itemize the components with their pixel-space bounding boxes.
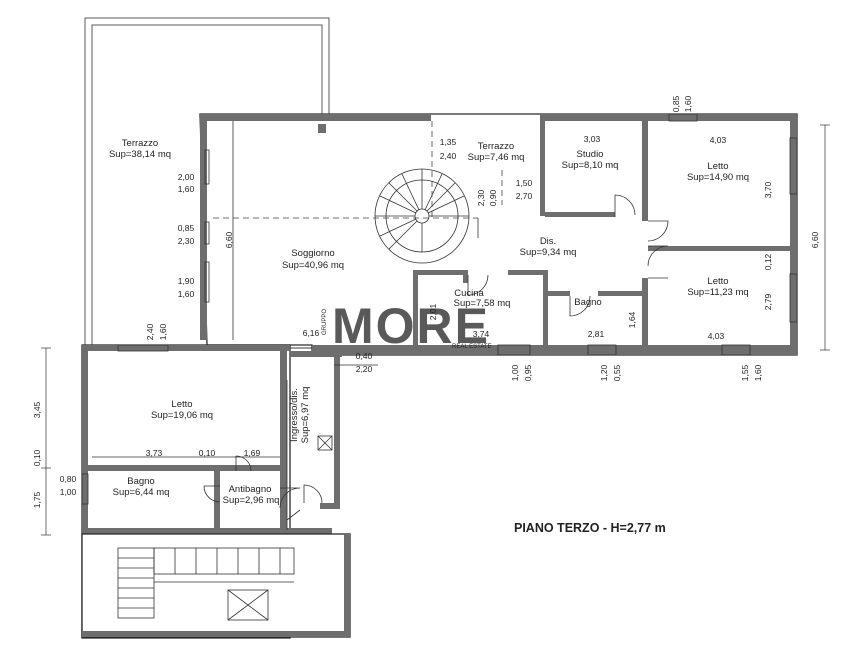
dimension-label: 0,85 — [671, 95, 681, 112]
dimension-label: 0,10 — [32, 449, 42, 466]
dimension-label: 4,03 — [708, 331, 725, 341]
room-name: Letto — [707, 161, 728, 172]
dimension-label: 3,45 — [32, 401, 42, 418]
dimension-label: 0,12 — [763, 253, 773, 270]
room-name: Studio — [577, 149, 604, 160]
dimension-label: 2,01 — [428, 303, 438, 320]
room-name: Dis. — [540, 236, 556, 247]
room-name: Soggiorno — [291, 248, 334, 259]
room-area: Sup=11,23 mq — [687, 287, 748, 298]
svg-text:GRUPPO: GRUPPO — [322, 309, 328, 335]
dimension-label: 1,75 — [32, 491, 42, 508]
dimension-label: 0,90 — [488, 189, 498, 206]
room-area: Sup=40,96 mq — [282, 260, 344, 271]
dimension-label: 1,60 — [178, 184, 195, 194]
room-area: Sup=7,46 mq — [468, 152, 525, 163]
dimension-label: 0,80 — [60, 474, 77, 484]
svg-text:MORE: MORE — [332, 298, 490, 354]
room-name: Terrazzo — [122, 138, 158, 149]
room-name: Letto — [707, 276, 728, 287]
dimension-label: 1,60 — [158, 323, 168, 340]
dimension-label: 1,55 — [740, 364, 750, 381]
dimension-label: 1,35 — [440, 137, 457, 147]
dimension-label: 1,20 — [599, 364, 609, 381]
watermark-logo: MORE REAL ESTATE GRUPPO — [322, 298, 492, 354]
room-area: Sup=8,10 mq — [562, 160, 619, 171]
dimension-label: 1,50 — [516, 178, 533, 188]
dimension-label: 0,40 — [356, 351, 373, 361]
room-area: Sup=9,34 mq — [520, 247, 577, 258]
room-name: Bagno — [127, 476, 154, 487]
room-area: Sup=7,58 mq — [454, 298, 511, 309]
dimension-label: 4,03 — [710, 135, 727, 145]
dimension-label: 2,30 — [178, 236, 195, 246]
dimension-label: 1,60 — [683, 95, 693, 112]
dashed-openings — [213, 121, 503, 530]
room-label-rotated: Ingresso/dis. Sup=6,97 mq — [289, 387, 311, 444]
dimension-label: 3,73 — [146, 448, 163, 458]
dimension-label: 0,10 — [199, 448, 216, 458]
dimension-label: 3,74 — [473, 329, 490, 339]
room-name: Ingresso/dis. — [289, 388, 300, 442]
dimension-label: 0,85 — [178, 223, 195, 233]
dimension-label: 3,70 — [763, 181, 773, 198]
room-area: Sup=38,14 mq — [109, 149, 171, 160]
windows — [81, 113, 798, 505]
dimension-label: 0,95 — [523, 364, 533, 381]
dimension-label: 2,81 — [588, 329, 605, 339]
doors — [203, 194, 669, 509]
dimension-label: 1,60 — [178, 289, 195, 299]
room-name: Terrazzo — [478, 141, 514, 152]
dimension-label: 6,60 — [224, 231, 234, 248]
dimension-label: 2,70 — [516, 191, 533, 201]
dimension-label: 1,00 — [510, 364, 520, 381]
dimension-label: 2,79 — [763, 293, 773, 310]
room-name: Letto — [171, 399, 192, 410]
dimension-label: 1,90 — [178, 276, 195, 286]
dimension-label: 2,40 — [145, 323, 155, 340]
dimension-labels-vertical: 0,85 1,60 6,60 0,90 2,30 3,70 6,60 0,12 … — [32, 95, 820, 508]
room-area: Sup=6,97 mq — [300, 387, 311, 444]
dimension-label: 6,16 — [303, 328, 320, 338]
dimension-label: 2,40 — [440, 151, 457, 161]
dimension-label: 3,03 — [584, 134, 601, 144]
dimension-label: 2,30 — [476, 189, 486, 206]
dimension-lines — [41, 124, 830, 536]
svg-text:REAL ESTATE: REAL ESTATE — [452, 344, 492, 350]
room-name: Cucina — [454, 288, 484, 299]
room-labels: Terrazzo Sup=38,14 mq Terrazzo Sup=7,46 … — [109, 138, 749, 506]
dimension-label: 2,20 — [356, 364, 373, 374]
dimension-label: 6,60 — [810, 231, 820, 248]
dimension-label: 1,60 — [753, 364, 763, 381]
walls — [81, 17, 798, 639]
dimension-label: 1,64 — [627, 311, 637, 328]
room-area: Sup=19,06 mq — [151, 410, 213, 421]
dimension-label: 2,00 — [178, 172, 195, 182]
dimension-label: 1,69 — [244, 448, 261, 458]
room-name: Antibagno — [229, 484, 272, 495]
dimension-label: 0,55 — [612, 364, 622, 381]
room-area: Sup=2,96 mq — [223, 495, 280, 506]
room-name: Bagno — [574, 297, 601, 308]
plan-title: PIANO TERZO - H=2,77 m — [514, 521, 666, 535]
spiral-staircase — [374, 168, 470, 264]
room-area: Sup=6,44 mq — [113, 487, 170, 498]
dimension-labels: 1,35 2,40 3,03 4,03 2,00 1,60 0,85 2,30 … — [60, 134, 727, 497]
room-area: Sup=14,90 mq — [687, 172, 749, 183]
lower-staircase — [117, 435, 333, 621]
dimension-label: 1,00 — [60, 487, 77, 497]
